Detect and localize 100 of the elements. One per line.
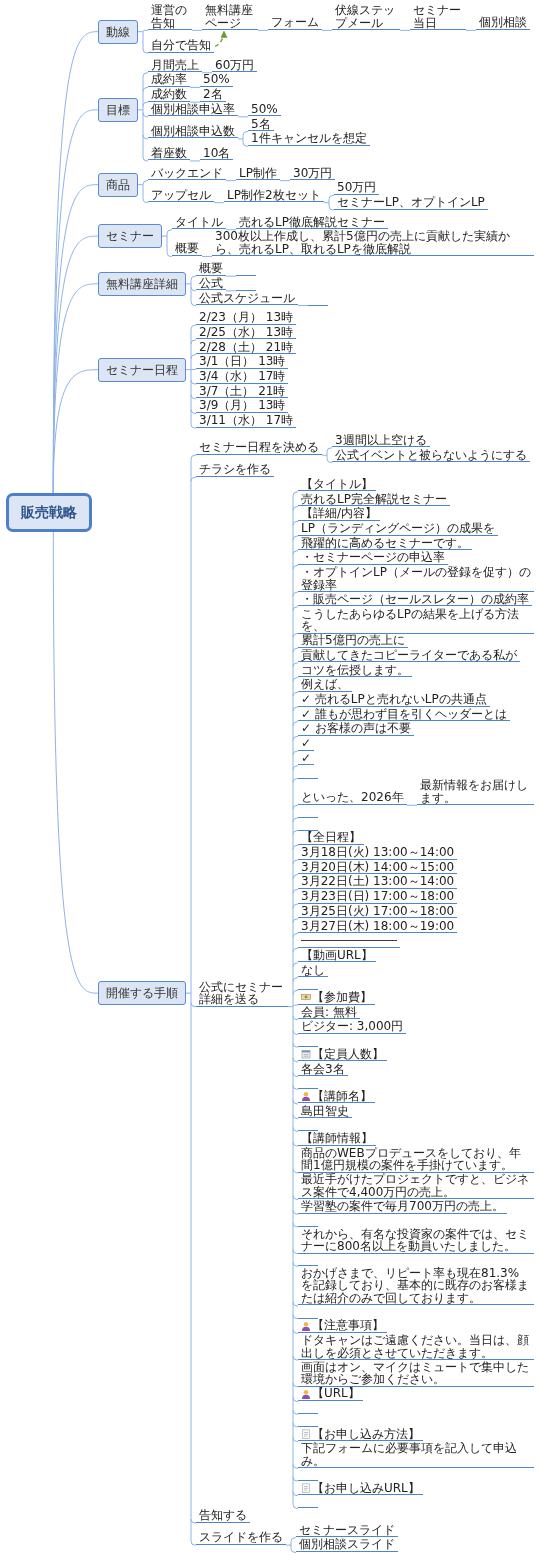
branch-line bbox=[292, 1249, 299, 1255]
branch-line bbox=[292, 1168, 299, 1174]
topic-text: ✓ 売れるLPと売れないLPの共通点 bbox=[301, 693, 487, 706]
branch-line bbox=[237, 116, 249, 118]
topic-text: 運営の告知 bbox=[151, 4, 188, 30]
branch-trunk bbox=[161, 233, 168, 253]
topic-text: ビジター: 3,000円 bbox=[301, 1020, 404, 1033]
topic-text: 公式スケジュール bbox=[199, 291, 295, 305]
topic-text: なし bbox=[301, 963, 325, 977]
topic-text: LP制作 bbox=[239, 166, 277, 180]
topic-text: 【注意事項】 bbox=[312, 1319, 384, 1332]
topic-text: 商品 bbox=[106, 177, 130, 192]
topic-text: ✓ bbox=[301, 737, 312, 750]
topic-underline bbox=[298, 1387, 363, 1401]
branch-line bbox=[292, 1503, 299, 1509]
branch-line bbox=[292, 1015, 299, 1021]
topic-underline bbox=[298, 1047, 387, 1062]
topic-text: 伏線ステップメール bbox=[335, 4, 396, 30]
topic-text: 告知する bbox=[199, 1509, 247, 1522]
branch-line bbox=[166, 229, 173, 235]
branch-line bbox=[292, 491, 299, 497]
branch-line bbox=[52, 369, 99, 494]
branch-line bbox=[292, 691, 299, 697]
topic-text: 画面はオン、マイクはミュートで集中した環境からご参加ください。 bbox=[301, 1360, 530, 1386]
topic-text: フォーム bbox=[271, 16, 319, 29]
topic-text: 【講師名】 bbox=[312, 1089, 372, 1103]
branch-line bbox=[292, 1422, 299, 1428]
branch-line bbox=[292, 1222, 299, 1228]
branch-line bbox=[292, 989, 299, 995]
topic-text: 開催する手順 bbox=[106, 986, 178, 1001]
topic-text: 個別相談 bbox=[479, 16, 527, 29]
branch-line bbox=[328, 205, 335, 211]
topic-text: セミナーLP、オプトインLP bbox=[337, 196, 485, 209]
main-topic-box bbox=[98, 172, 138, 197]
branch-line bbox=[225, 229, 237, 231]
topic-text: 3週間以上空ける bbox=[335, 433, 427, 447]
topic-text: 商品のWEBプロデュースをしており、年間1億円規模の案件を手掛けています。 bbox=[301, 1146, 522, 1172]
topic-text: セミナー bbox=[106, 229, 154, 244]
branch-line bbox=[142, 72, 149, 78]
topic-text: 最新情報をお届けします。 bbox=[420, 779, 529, 805]
topic-text: 2/28（土） 21時 bbox=[199, 340, 294, 354]
topic-text: セミナー当日 bbox=[413, 4, 462, 30]
main-topic-box bbox=[98, 97, 138, 122]
topic-text: といった、2026年 bbox=[301, 791, 404, 804]
branch-line bbox=[190, 1540, 197, 1546]
topic-text: 3月18日(火) 13:00～14:00 bbox=[301, 846, 455, 859]
topic-text: ―――――――― bbox=[301, 934, 397, 947]
topic-text: 3/4（水） 17時 bbox=[199, 370, 286, 383]
topic-text: 3/11（水） 17時 bbox=[199, 414, 294, 427]
branch-line bbox=[292, 888, 299, 894]
branch-line bbox=[292, 1004, 299, 1008]
branch-line bbox=[292, 1072, 299, 1078]
topic-text: 着座数 bbox=[151, 146, 187, 160]
topic-text: 【詳細/内容】 bbox=[301, 507, 378, 520]
topic-text: 3月20日(木) 14:00～15:00 bbox=[301, 860, 455, 874]
branch-line bbox=[292, 804, 299, 810]
topic-text: ・セミナーページの申込率 bbox=[301, 551, 445, 564]
topic-text: 50% bbox=[251, 102, 278, 116]
topic-text: 50万円 bbox=[337, 181, 377, 194]
branch-line bbox=[201, 255, 213, 257]
branch-line bbox=[191, 29, 203, 31]
branch-line bbox=[225, 275, 237, 277]
branch-line bbox=[190, 275, 197, 281]
topic-text: 各会3名 bbox=[301, 1062, 345, 1076]
main-topic-box bbox=[98, 19, 138, 44]
branch-line bbox=[292, 564, 299, 570]
topic-text: 3/9（月） 13時 bbox=[199, 399, 286, 412]
topic-text: チラシを作る bbox=[199, 463, 271, 476]
main-topic-box bbox=[98, 224, 162, 249]
main-topic-box bbox=[98, 981, 186, 1006]
branch-line bbox=[279, 180, 291, 182]
topic-text: 3/1（日） 13時 bbox=[199, 355, 286, 368]
topic-text: 【参加費】 bbox=[312, 991, 372, 1004]
topic-text: セミナー日程を決める bbox=[199, 441, 319, 454]
branch-line bbox=[326, 447, 333, 453]
branch-line bbox=[292, 903, 299, 909]
branch-line bbox=[292, 1314, 299, 1320]
branch-line bbox=[142, 101, 149, 107]
branch-line bbox=[290, 1547, 297, 1553]
branch-line bbox=[326, 458, 333, 464]
branch-line bbox=[213, 202, 225, 204]
topic-text: 無料講座ページ bbox=[205, 4, 254, 30]
topic-text: セミナー日程 bbox=[106, 362, 178, 377]
topic-text: 3月22日(土) 13:00～14:00 bbox=[301, 875, 455, 888]
branch-line bbox=[225, 290, 237, 292]
branch-line bbox=[242, 131, 249, 137]
topic-text: 【動画URL】 bbox=[301, 948, 373, 962]
topic-text: 【全日程】 bbox=[301, 831, 361, 844]
topic-text: 下記フォームに必要事項を記入して申込み。 bbox=[301, 1442, 518, 1468]
topic-text: こうしたあらゆるLPの結果を上げる方法を、 bbox=[301, 607, 520, 633]
branch-line bbox=[190, 476, 197, 482]
topic-text: 3月23日(日) 17:00～18:00 bbox=[301, 890, 455, 903]
branch-line bbox=[292, 1491, 299, 1497]
topic-text: 【お申し込み方法】 bbox=[312, 1427, 420, 1441]
topic-text: 飛躍的に高めるセミナーです。 bbox=[301, 536, 469, 550]
topic-text: 公式イベントと被らないようにする bbox=[335, 448, 527, 462]
topic-text: 公式にセミナー詳細を送る bbox=[199, 980, 284, 1006]
branch-line bbox=[292, 1057, 299, 1063]
branch-line bbox=[292, 735, 299, 741]
branch-line bbox=[292, 520, 299, 526]
